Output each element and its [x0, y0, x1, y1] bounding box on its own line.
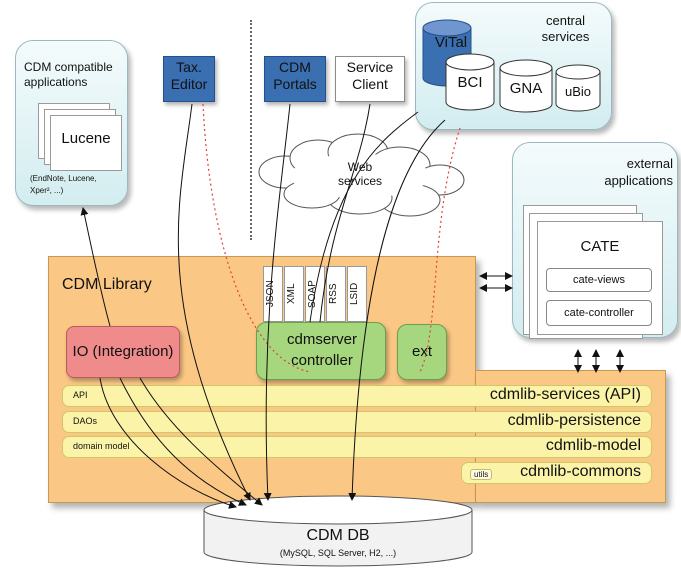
cdm-library-title: CDM Library — [62, 276, 152, 293]
tax-editor-label: Tax. Editor — [170, 59, 208, 92]
layer-services-small: API — [73, 390, 88, 400]
service-client-box: Service Client — [335, 56, 405, 102]
layer-commons-big: cdmlib-commons — [520, 463, 641, 480]
compatible-apps-note: (EndNote, Lucene, Xper², ...) — [30, 174, 97, 195]
cdm-portals-box: CDM Portals — [264, 56, 326, 102]
external-apps-title: external applications — [604, 156, 673, 188]
ubio-label: uBio — [564, 84, 592, 99]
layer-services: API cdmlib-services (API) — [62, 385, 652, 407]
cdmserver-controller-box: cdmserver controller — [256, 322, 386, 380]
ext-label: ext — [411, 343, 432, 360]
cate-label: CATE — [580, 238, 620, 255]
layer-services-big: cdmlib-services (API) — [489, 386, 641, 403]
format-tag-soap: SOAP — [305, 266, 325, 322]
lucene-label: Lucene — [61, 130, 111, 147]
web-services-label: Web services — [337, 160, 382, 188]
lucene-card: Lucene — [50, 115, 122, 171]
central-services-title: central services — [541, 13, 590, 44]
cate-controller-box: cate-controller — [546, 300, 652, 326]
layer-persistence-small: DAOs — [73, 416, 98, 426]
cdmserver-controller-label: cdmserver controller — [286, 331, 357, 369]
compatible-apps-title: CDM compatible applications — [24, 60, 113, 89]
external-apps-panel: external applications CATE cate-views ca… — [512, 142, 678, 339]
bci-label: BCI — [457, 74, 483, 91]
format-tag-rss: RSS — [326, 266, 346, 322]
vital-label: ViTal — [434, 34, 468, 51]
layer-model-big: cdmlib-model — [545, 437, 641, 454]
central-services-panel: central services — [415, 2, 612, 130]
format-tag-json: JSON — [263, 266, 283, 322]
cdm-portals-label: CDM Portals — [273, 59, 317, 92]
io-integration-box: IO (Integration) — [66, 326, 180, 378]
layer-commons-small: utils — [470, 469, 493, 480]
format-tag-lsid: LSID — [347, 266, 367, 322]
layer-commons: utils cdmlib-commons — [461, 462, 652, 484]
ext-box: ext — [397, 324, 447, 380]
layer-model-small: domain model — [73, 441, 130, 451]
cate-card: CATE cate-views cate-controller — [537, 221, 663, 335]
cdm-db-title: CDM DB — [306, 527, 370, 544]
layer-persistence-big: cdmlib-persistence — [507, 412, 641, 429]
gna-label: GNA — [509, 80, 543, 97]
cate-views-box: cate-views — [546, 268, 652, 292]
compatible-apps-panel: CDM compatible applications Lucene (EndN… — [15, 40, 128, 206]
separator-line — [250, 20, 252, 240]
io-integration-label: IO (Integration) — [72, 343, 174, 360]
layer-model: domain model cdmlib-model — [62, 436, 652, 458]
cdm-db-note: (MySQL, SQL Server, H2, ...) — [279, 548, 397, 558]
format-tag-xml: XML — [284, 266, 304, 322]
service-client-label: Service Client — [346, 59, 394, 92]
layer-persistence: DAOs cdmlib-persistence — [62, 411, 652, 433]
tax-editor-box: Tax. Editor — [163, 56, 215, 102]
